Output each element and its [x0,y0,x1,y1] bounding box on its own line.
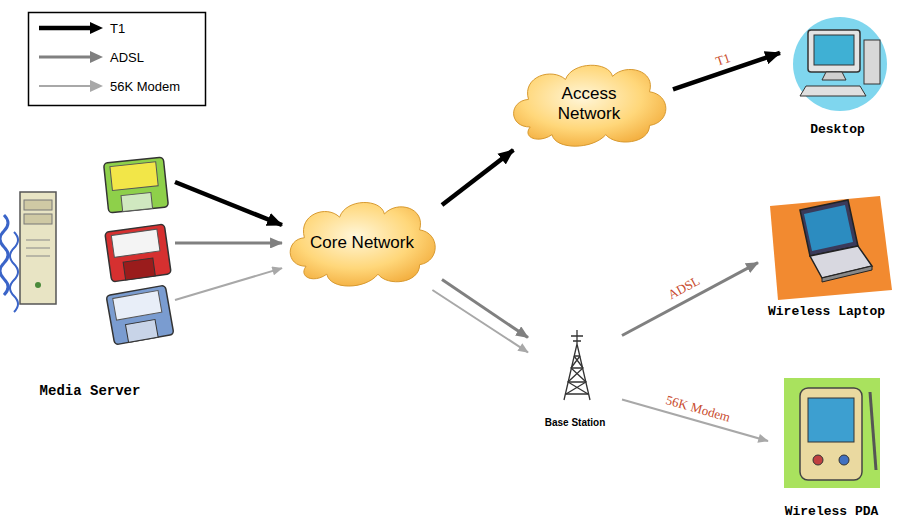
legend-entry: ADSL [36,47,144,67]
legend-arrowhead [90,22,103,34]
pda-button [839,455,849,465]
node-label: Wireless PDA [785,505,879,520]
edge-label: ADSL [665,273,704,304]
server-slot [26,248,50,249]
link-arrow [175,268,282,300]
node-label: Access Network [529,84,649,123]
keyboard [800,86,866,96]
legend-sample [36,18,106,38]
pda-button [813,455,823,465]
server-slot [26,240,50,241]
device-node: Desktop [780,12,895,140]
cloud-shape [514,65,666,146]
legend-entry: T1 [36,18,125,38]
laptop-edge [822,266,872,282]
node-label: Wireless Laptop [768,305,885,320]
legend-line [39,26,92,31]
link-arrow [442,280,528,338]
legend-label: T1 [110,21,125,36]
disk-red [105,224,171,282]
cloud-shape [290,202,435,286]
tower-icon [564,330,590,400]
server-tower [20,192,56,304]
laptop-icon [770,196,892,300]
legend-sample [36,76,106,96]
legend-label: 56K Modem [110,79,180,94]
cloud-node: Access Network [505,58,673,150]
stylus [870,392,876,470]
node-label: Base Station [545,417,606,429]
screen [814,35,854,65]
pda-bg [784,378,880,488]
server-bay [24,200,52,210]
link-arrow [432,290,528,352]
legend-line [39,85,92,87]
edge-label: 56K Modem [663,392,733,426]
legend-entry: 56K Modem [36,76,180,96]
server-slot [26,256,50,257]
monitor-stand [822,72,846,80]
tower-node: Base Station [528,325,622,430]
legend-frame [29,13,206,106]
legend-label: ADSL [110,50,144,65]
disk-blue [106,285,174,345]
cloud-node: Core Network [282,195,442,290]
server-node: Media Server [5,155,175,405]
edge-label: T1 [712,50,733,70]
node-label: Media Server [40,383,141,399]
laptop-display [804,205,853,251]
legend-sample [36,47,106,67]
device-node: Wireless Laptop [758,190,895,322]
desktop-icon [793,17,887,111]
server-wave [0,215,8,295]
server-icon [0,192,56,312]
node-label: Core Network [310,233,414,253]
pda-screen [808,398,854,442]
server-wave [10,232,18,312]
legend-arrowhead [90,80,103,92]
monitor [808,30,860,72]
disk-green [104,157,169,213]
pda-icon [784,378,880,488]
pc-tower [864,40,880,84]
link-arrow [175,241,282,244]
legend-arrowhead [90,51,103,63]
server-bay [24,214,52,224]
link-arrow [442,150,513,205]
laptop-bg [770,196,892,300]
desktop-bg [793,17,887,111]
pda-body [800,388,862,480]
legend-line [39,56,92,59]
server-led [35,282,41,288]
link-arrow [622,263,758,336]
link-arrow [175,182,282,225]
node-label: Desktop [810,123,865,138]
device-node: Wireless PDA [768,372,895,522]
